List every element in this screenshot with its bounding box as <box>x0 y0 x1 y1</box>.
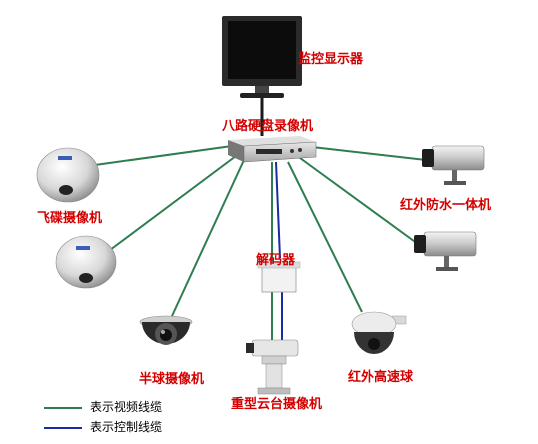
dome-camera-label: 半球摄像机 <box>139 372 205 387</box>
dome-camera-icon <box>139 315 193 345</box>
cable-dvr-ufo-top <box>94 145 233 166</box>
cable-dvr-speed-dome <box>287 161 363 313</box>
ir-bullet-camera-icon-2 <box>414 231 477 271</box>
monitor-icon <box>222 16 302 98</box>
video-cables <box>94 96 427 345</box>
cable-dvr-ir-bullet-bottom <box>299 157 419 245</box>
cable-dvr-ir-bullet-top <box>311 146 427 161</box>
ufo-camera-icon-1 <box>36 147 100 203</box>
ptz-camera-label: 重型云台摄像机 <box>231 397 323 412</box>
legend-video-line <box>44 407 82 409</box>
ufo-camera-label: 飞碟摄像机 <box>37 211 103 226</box>
cable-dvr-dome <box>171 159 245 317</box>
speed-dome-label: 红外高速球 <box>348 370 414 385</box>
ufo-camera-icon-2 <box>55 235 117 289</box>
legend-control-line <box>44 427 82 429</box>
ptz-camera-icon <box>246 339 299 395</box>
ir-bullet-label: 红外防水一体机 <box>400 198 492 213</box>
cable-dvr-ufo-bottom <box>109 155 237 251</box>
cable-dvr-decoder <box>275 161 281 259</box>
decoder-label: 解码器 <box>256 253 296 268</box>
monitor-label: 监控显示器 <box>298 52 364 67</box>
dvr-label: 八路硬盘录像机 <box>222 119 314 134</box>
ir-bullet-camera-icon-1 <box>422 145 485 185</box>
decoder-icon <box>257 261 301 293</box>
dvr-icon <box>228 136 317 163</box>
control-cables <box>275 161 283 340</box>
legend-control-text: 表示控制线缆 <box>90 420 163 434</box>
speed-dome-icon <box>351 311 407 354</box>
legend-video-text: 表示视频线缆 <box>90 400 163 414</box>
